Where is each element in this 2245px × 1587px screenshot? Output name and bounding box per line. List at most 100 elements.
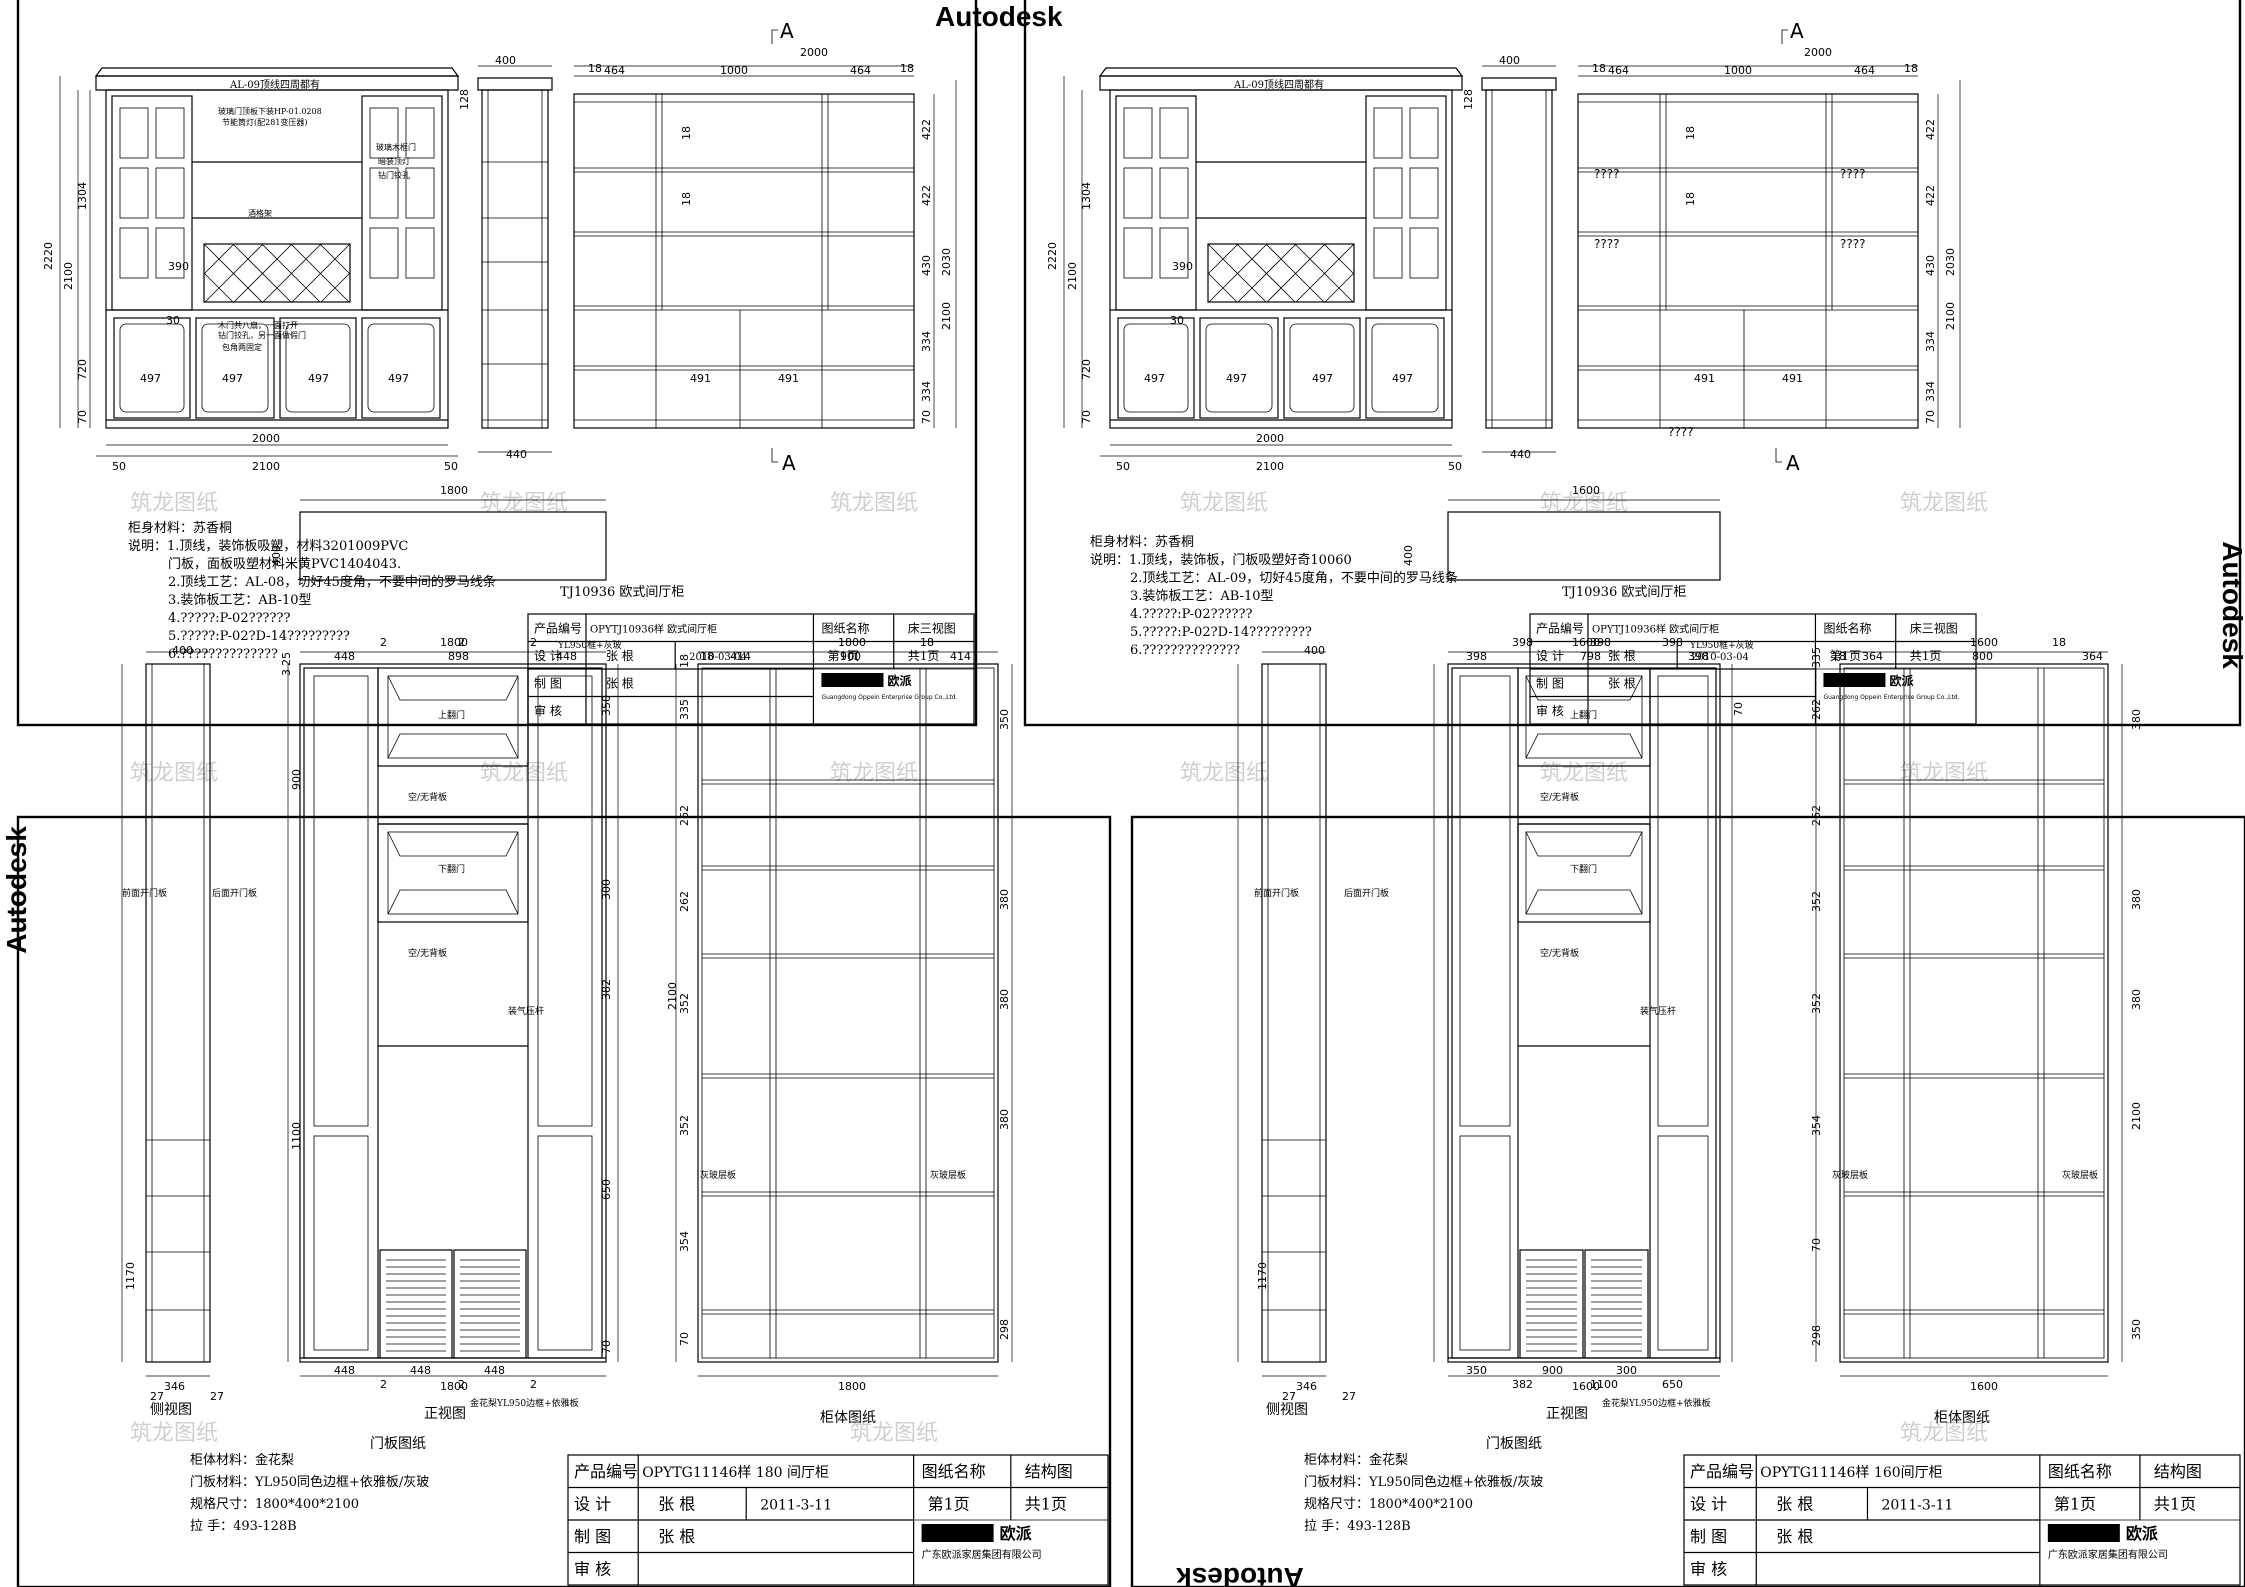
note-line: 门板材料：YL950同色边框+依雅板/灰玻: [190, 1474, 429, 1490]
front-elevation-2: [1098, 67, 1464, 429]
note-line: 6.??????????????: [1130, 643, 1240, 658]
dimension-text: 448: [556, 650, 577, 663]
title-block-label: 审 核: [1690, 1560, 1727, 1579]
dimension-text: 350: [2130, 1319, 2143, 1340]
dimension-text: 3: [280, 669, 293, 676]
dimension-text: 2100: [2130, 1102, 2143, 1130]
note-line: 6.??????????????: [168, 647, 278, 662]
annotation-label: YL950框+灰玻: [557, 639, 622, 651]
dimension-text: 18: [678, 654, 691, 668]
dimension-text: 262: [1810, 699, 1823, 720]
question-mark-label: ????: [1840, 167, 1865, 181]
dimension-text: 398: [1662, 636, 1683, 649]
dimension-text: 900: [840, 650, 861, 663]
dimension-text: 298: [998, 1319, 1011, 1340]
annotation-label: 木门共八扇，一面打开: [218, 320, 298, 330]
dimension-text: 2100: [1066, 262, 1079, 290]
dimension-text: 400: [172, 644, 193, 657]
annotation-label: 节能筒灯(配281变压器): [222, 117, 308, 127]
title-block-label: 制 图: [534, 677, 562, 691]
dimension-text: 380: [998, 1109, 1011, 1130]
annotation-labels: 玻璃门顶板下装HP-01.0208节能筒灯(配281变压器)酒格架木门共八扇，一…: [218, 106, 416, 352]
dimension-text: 18: [920, 636, 934, 649]
dimension-text: 334: [920, 331, 933, 352]
dimension-text: 70: [1080, 410, 1093, 424]
side-view-4: [1261, 663, 1327, 1363]
oppein-logo-text: OPPEIN: [2052, 1526, 2101, 1541]
section-marker-top-2: A: [1790, 19, 1804, 43]
page-total: 共1页: [1025, 1495, 1067, 1514]
autodesk-watermark-top: Autodesk: [935, 1, 1063, 32]
dimension-text: 380: [998, 889, 1011, 910]
dimension-text: 422: [920, 185, 933, 206]
annotation-labels-3: 上翻门空/无背板下翻门空/无背板前面开门板后面开门板灰玻层板灰玻层板金花梨YL9…: [122, 639, 966, 1409]
dimension-text: 422: [1924, 185, 1937, 206]
dimension-text: 390: [1172, 260, 1193, 273]
question-mark-label: ????: [1594, 237, 1619, 251]
page-total: 共1页: [2154, 1495, 2196, 1514]
dimension-text: 346: [164, 1380, 185, 1393]
drawing-name: 床三视图: [1910, 621, 1958, 636]
dimension-text: 334: [1924, 331, 1937, 352]
annotation-label: 下翻门: [438, 863, 465, 875]
note-line: 4.?????:P-02??????: [1130, 607, 1252, 622]
stamp-watermarks: 筑龙图纸筑龙图纸筑龙图纸筑龙图纸筑龙图纸筑龙图纸筑龙图纸筑龙图纸筑龙图纸筑龙图纸…: [130, 491, 1988, 1446]
note-line: 门板，面板吸塑材料米黄PVC1404043.: [168, 557, 401, 572]
annotation-label: 空/无背板: [408, 791, 447, 803]
stamp-watermark: 筑龙图纸: [1540, 761, 1628, 786]
dimension-lines-4: [1237, 499, 2123, 1377]
dimension-text: 350: [1466, 1364, 1487, 1377]
dimension-text: 2220: [1046, 242, 1059, 270]
title-block-label: 产品编号: [534, 621, 582, 636]
autodesk-watermark-left: Autodesk: [1, 826, 32, 954]
note-line: 4.?????:P-02??????: [168, 611, 290, 626]
company-name: Guangdong Oppein Enterprise Group Co.,Lt…: [1823, 694, 1959, 701]
title-block-label: 设 计: [574, 1495, 611, 1514]
dimension-text: 422: [1924, 119, 1937, 140]
note-line: 5.?????:P-02?D-14?????????: [1130, 625, 1312, 640]
view-label-front-4: 正视图: [1546, 1406, 1588, 1422]
dimension-text: 448: [334, 650, 355, 663]
view-label-body-4: 柜体图纸: [1934, 1410, 1990, 1426]
annotation-label: 装气压杆: [1640, 1005, 1676, 1017]
note-line: 3.装饰板工艺：AB-10型: [1130, 589, 1274, 604]
note-line: 柜身材料：苏香桐: [1090, 534, 1194, 550]
dimension-text: 1600: [1572, 484, 1600, 497]
oppein-logo-text: OPPEIN: [825, 676, 863, 687]
annotation-label: 包角两固定: [222, 342, 262, 352]
plan-view-4: [1447, 511, 1721, 581]
dimension-text: 364: [2082, 650, 2103, 663]
dimension-text: 50: [444, 460, 458, 473]
title-block-label: 图纸名称: [2048, 1462, 2112, 1481]
drawing-date: 2011-3-11: [1881, 1498, 1953, 1514]
product-number: OPYTG11146样 160间厅柜: [1760, 1465, 1942, 1481]
dimension-text: 400: [1402, 545, 1415, 566]
stamp-watermark: 筑龙图纸: [850, 1421, 938, 1446]
note-line: 柜体材料：金花梨: [190, 1452, 294, 1468]
section-marker-top: A: [780, 19, 794, 43]
dimension-text: 2: [530, 636, 537, 649]
dimension-text: 464: [1608, 64, 1629, 77]
dimension-text: 497: [1312, 372, 1333, 385]
dimension-text: 900: [290, 769, 303, 790]
view-label-body: 柜体图纸: [820, 1410, 876, 1426]
stamp-watermark: 筑龙图纸: [1180, 761, 1268, 786]
drawer-name: 张 根: [658, 1527, 695, 1546]
dimension-text: 364: [1862, 650, 1883, 663]
oppein-logo: [821, 673, 884, 687]
dimension-text: 2000: [252, 432, 280, 445]
oppein-logo-cn: 欧派: [2126, 1524, 2159, 1543]
product-number: OPYTG11146样 180 间厅柜: [642, 1465, 829, 1481]
note-line: 规格尺寸：1800*400*2100: [190, 1496, 359, 1512]
dimension-text: 380: [998, 989, 1011, 1010]
view-label-side: 侧视图: [150, 1402, 192, 1418]
dimension-text: 497: [388, 372, 409, 385]
dimension-text: 70: [920, 410, 933, 424]
title-block-label: 图纸名称: [821, 621, 869, 636]
oppein-logo-text: OPPEIN: [1827, 676, 1865, 687]
annotation-label: 装气压杆: [508, 1005, 544, 1017]
dimension-text: 650: [1662, 1378, 1683, 1391]
dimension-text: 352: [1810, 891, 1823, 912]
dimension-text: 18: [2052, 636, 2066, 649]
